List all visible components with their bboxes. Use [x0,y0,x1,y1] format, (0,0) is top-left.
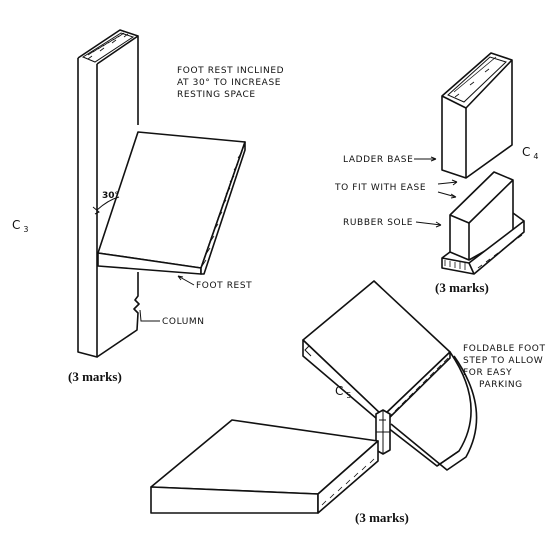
c3-angle-label: 30° [102,191,119,201]
c3-note-line-1: FOOT REST INCLINED [177,66,284,76]
c4-rubber-sole-label: RUBBER SOLE [343,218,413,228]
c4-ladder-base-arrow [414,156,437,162]
c4-fit-label: TO FIT WITH EASE [334,183,426,193]
c5-marks: (3 marks) [355,510,409,525]
c3-note-line-2: AT 30° TO INCREASE [177,78,281,88]
c4-marks: (3 marks) [435,280,489,295]
c4-fit-arrow-top [437,179,458,186]
c5-lower-leaf-figure [150,419,379,514]
c5-note-line-1: FOLDABLE FOOT [463,344,546,354]
c3-foot-rest-label: FOOT REST [196,281,252,291]
c3-column-label: COLUMN [162,317,205,327]
c3-marks: (3 marks) [68,369,122,384]
c5-note-line-3: FOR EASY [463,368,512,378]
c4-rubber-sole-arrow [415,221,442,228]
c3-column-leader [139,309,160,322]
c5-note-line-2: STEP TO ALLOW [463,356,543,366]
c5-swing-arc [382,351,478,471]
c3-foot-rest-leader [177,275,195,286]
c4-ladder-base-figure [441,52,513,179]
c5-upper-leaf-figure [302,280,451,425]
c4-ladder-base-label: LADDER BASE [343,155,413,165]
c4-rubber-sole-figure [441,171,525,275]
c5-note-line-4: PARKING [479,380,523,390]
c3-foot-rest-figure [92,131,246,275]
c4-fit-arrow-bottom [437,191,457,199]
c3-note-line-3: RESTING SPACE [177,90,256,100]
